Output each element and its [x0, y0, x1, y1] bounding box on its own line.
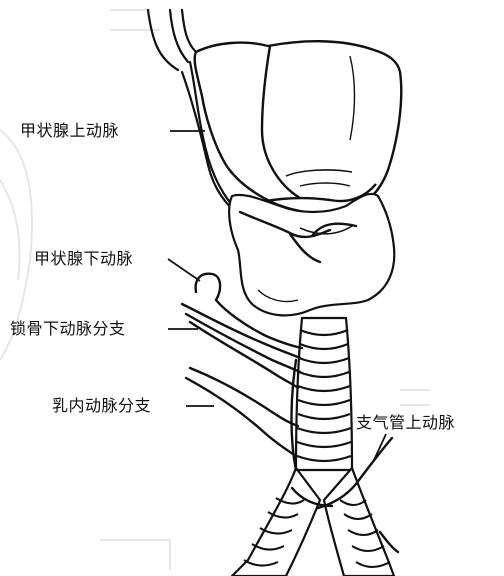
thyroid-gland	[229, 194, 394, 316]
label-superior-thyroid-artery: 甲状腺上动脉	[20, 122, 119, 140]
label-internal-mammary-branch: 乳内动脉分支	[52, 397, 151, 415]
leader-inferior-thyroid	[168, 259, 200, 281]
label-inferior-thyroid-artery: 甲状腺下动脉	[34, 250, 133, 268]
thyroid-cartilage	[195, 41, 402, 213]
label-subclavian-branch: 锁骨下动脉分支	[10, 320, 126, 338]
label-bronchial-artery: 支气管上动脉	[356, 414, 455, 432]
bronchi	[232, 468, 394, 576]
